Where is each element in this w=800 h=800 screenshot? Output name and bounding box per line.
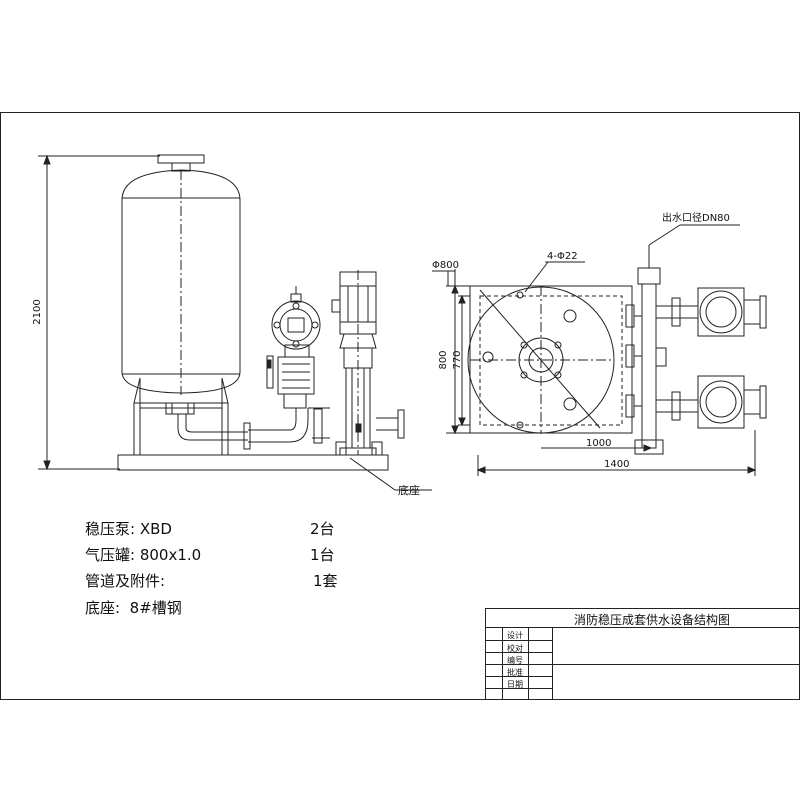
pump-plan-upper bbox=[656, 287, 767, 337]
spec-row-base: 底座: 8#槽钢 bbox=[85, 599, 385, 617]
spec-label: 底座: 8#槽钢 bbox=[85, 599, 182, 617]
dim-depth-outer: 800 bbox=[438, 350, 449, 369]
dim-holes: 4-Φ22 bbox=[547, 251, 578, 262]
plan-view bbox=[432, 224, 767, 476]
pump-plan-lower bbox=[656, 375, 767, 429]
base-frame-plan bbox=[469, 285, 633, 434]
dim-width-outer: 1400 bbox=[604, 459, 629, 470]
vertical-pump bbox=[331, 270, 383, 456]
spec-row-tank: 气压罐: 800x1.0 1台 bbox=[85, 546, 385, 564]
base-callout-leader bbox=[349, 457, 396, 491]
title-row-label: 编号 bbox=[507, 656, 523, 665]
dim-depth-inner: 770 bbox=[452, 350, 463, 369]
title-row-label: 校对 bbox=[507, 644, 523, 653]
spec-value: 1台 bbox=[310, 546, 335, 564]
dim-height: 2100 bbox=[32, 299, 43, 324]
drawing-title: 消防稳压成套供水设备结构图 bbox=[574, 613, 731, 627]
dim-width-inner: 1000 bbox=[586, 438, 611, 449]
pressure-tank bbox=[121, 169, 241, 395]
dim-outlet: 出水口径DN80 bbox=[662, 211, 730, 224]
spec-row-pump: 稳压泵: XBD 2台 bbox=[85, 520, 385, 538]
dim-tank-diameter: Φ800 bbox=[432, 260, 459, 271]
spec-row-pipes: 管道及附件: 1套 bbox=[85, 572, 385, 590]
title-row-label: 批准 bbox=[507, 668, 523, 677]
spec-label: 稳压泵: XBD bbox=[85, 520, 172, 538]
title-block bbox=[485, 608, 800, 700]
base-callout-label: 底座 bbox=[398, 483, 420, 497]
spec-label: 管道及附件: bbox=[85, 572, 166, 590]
spec-value: 1套 bbox=[313, 572, 338, 590]
title-row-label: 设计 bbox=[507, 631, 523, 640]
front-elevation bbox=[38, 154, 432, 491]
spec-label: 气压罐: 800x1.0 bbox=[85, 546, 202, 564]
title-row-label: 日期 bbox=[507, 680, 523, 689]
base-channel bbox=[117, 454, 389, 471]
spec-value: 2台 bbox=[310, 520, 335, 538]
